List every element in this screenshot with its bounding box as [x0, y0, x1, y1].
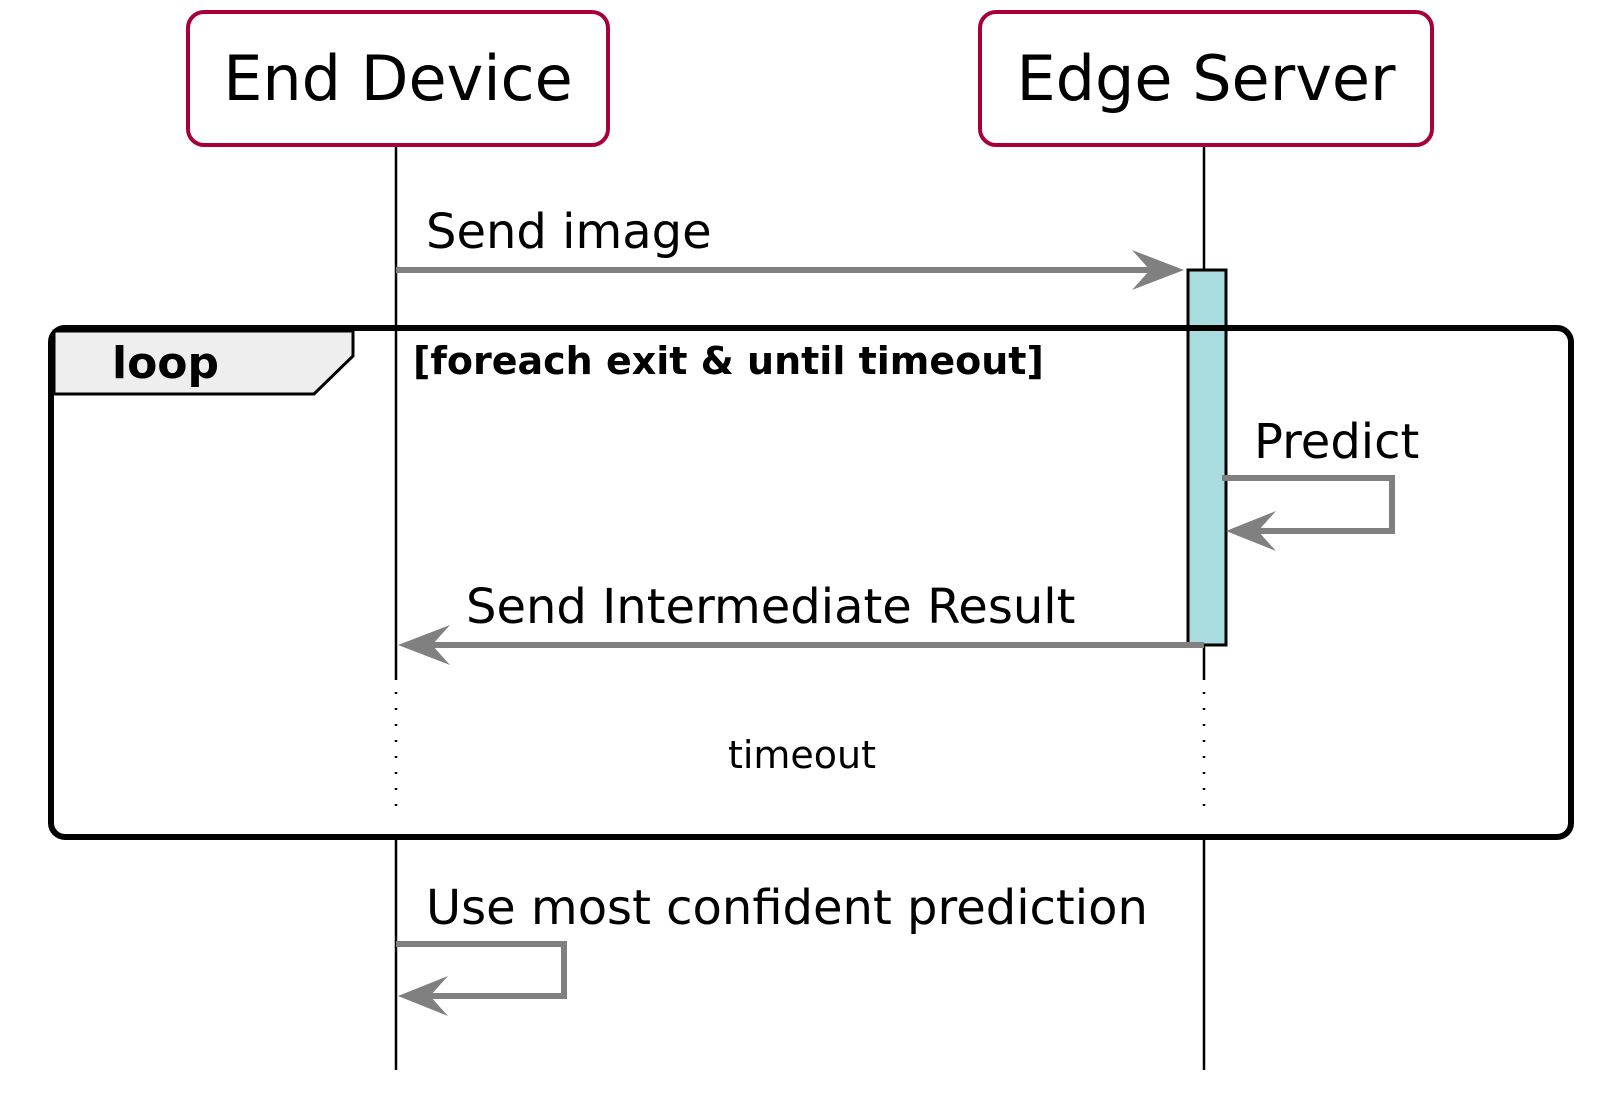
message-send-intermediate-label: Send Intermediate Result — [466, 579, 1075, 635]
arrowhead-icon — [398, 625, 450, 665]
message-use-most-confident-label: Use most confident prediction — [426, 880, 1148, 936]
message-predict-label: Predict — [1254, 414, 1419, 470]
participant-end-device: End Device — [186, 10, 610, 147]
arrowhead-icon — [398, 976, 448, 1016]
arrowhead-icon — [1132, 250, 1184, 290]
message-send-intermediate-result: Send Intermediate Result — [398, 579, 1204, 665]
participant-edge-server: Edge Server — [978, 10, 1434, 147]
participant-end-device-label: End Device — [223, 42, 573, 115]
loop-condition: [foreach exit & until timeout] — [413, 339, 1044, 383]
arrowhead-icon — [1226, 511, 1276, 551]
activation-bar-edge-server — [1186, 268, 1228, 647]
delay-timeout-label: timeout — [728, 733, 876, 777]
message-send-image: Send image — [396, 204, 1184, 290]
message-send-image-label: Send image — [426, 204, 712, 260]
message-use-most-confident-prediction: Use most confident prediction — [396, 880, 1148, 1016]
loop-frame: loop [foreach exit & until timeout] — [48, 325, 1574, 840]
participant-edge-server-label: Edge Server — [1016, 42, 1396, 115]
loop-tab — [52, 329, 355, 396]
loop-keyword: loop — [112, 338, 219, 389]
message-predict: Predict — [1222, 414, 1419, 551]
